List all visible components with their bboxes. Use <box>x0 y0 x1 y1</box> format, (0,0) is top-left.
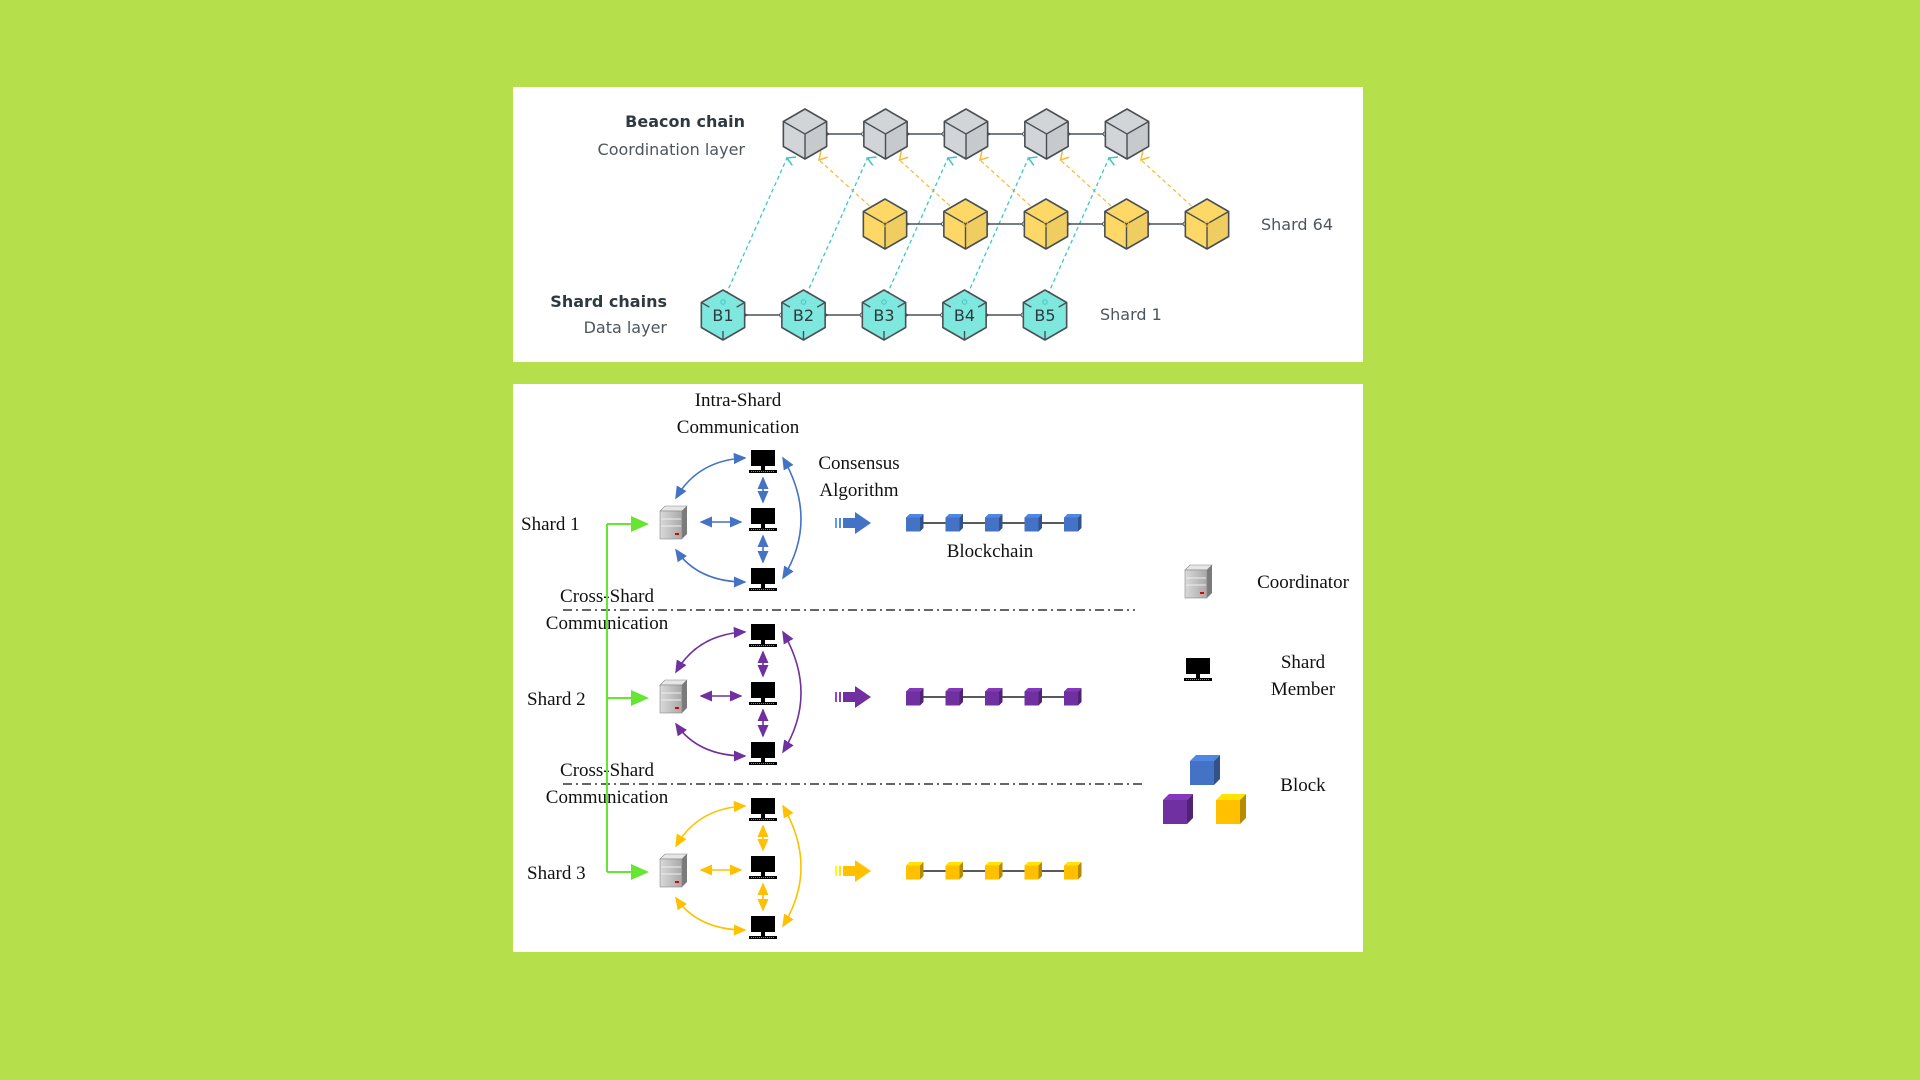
shard-group-2 <box>607 624 1082 765</box>
legend-shard-member-line1: Shard <box>1281 652 1326 673</box>
block-label: B5 <box>1034 306 1055 325</box>
shard-2-label: Shard 2 <box>527 689 586 710</box>
shard-group-3 <box>607 798 1082 939</box>
block-icon <box>945 514 963 532</box>
block-icon <box>906 514 924 532</box>
shard-chains-subtitle: Data layer <box>584 318 668 337</box>
block-icon <box>985 862 1003 880</box>
sharding-architecture-diagram: Intra-Shard Communication Consensus Algo… <box>521 390 1350 939</box>
shard-1-label: Shard 1 <box>1100 305 1162 324</box>
beacon-shard-diagram-panel: B1 B2 B3 B4 B5 Beacon chain Coordination lay… <box>513 87 1363 362</box>
shard1-to-beacon-link <box>963 158 1029 302</box>
shard-member-icon <box>749 742 777 765</box>
beacon-block <box>863 108 908 160</box>
shard-groups <box>607 450 1082 939</box>
shard1-to-beacon-link <box>883 158 948 302</box>
sharding-architecture-panel: Intra-Shard Communication Consensus Algo… <box>513 384 1363 952</box>
block-icon <box>1163 755 1246 824</box>
legend-coordinator-label: Coordinator <box>1257 572 1349 593</box>
shard-64-label: Shard 64 <box>1261 215 1333 234</box>
shard1-block: B5 <box>1022 289 1068 341</box>
shard64-block <box>1104 198 1149 250</box>
shard-chains-title: Shard chains <box>550 292 667 311</box>
shard-member-icon <box>1184 658 1212 681</box>
coordinator-icon <box>659 853 688 888</box>
intra-shard-arrows <box>675 626 802 762</box>
intra-shard-arrows <box>675 800 802 936</box>
legend: Coordinator Shard Member Block <box>1163 564 1350 824</box>
legend-block-label: Block <box>1280 775 1326 796</box>
shard1-to-beacon-link <box>1044 158 1109 302</box>
shard-group-1 <box>607 450 1082 591</box>
shard1-to-beacon-link <box>722 158 787 302</box>
shard-member-icon <box>749 624 777 647</box>
beacon-block <box>782 108 828 160</box>
shard1-to-beacon-link <box>802 158 868 302</box>
beacon-block <box>1024 108 1069 160</box>
shard-1-label: Shard 1 <box>521 514 580 535</box>
shard1-block: B1 <box>700 289 746 341</box>
block-icon <box>1064 862 1082 880</box>
consensus-label-line2: Algorithm <box>819 480 898 501</box>
shard64-block <box>862 198 908 250</box>
shard-member-icon <box>749 916 777 939</box>
consensus-arrow-icon <box>835 512 871 534</box>
shard1-block: B2 <box>781 289 826 341</box>
shard-member-icon <box>749 568 777 591</box>
blockchain-2 <box>906 688 1082 706</box>
block-icon <box>945 688 963 706</box>
beacon-shard-diagram: B1 B2 B3 B4 B5 Beacon chain Coordination lay… <box>550 108 1333 341</box>
consensus-arrow-icon <box>835 686 871 708</box>
beacon-chain-title: Beacon chain <box>625 112 745 131</box>
block-icon <box>1064 514 1082 532</box>
shard-member-icon <box>749 682 777 705</box>
coordinator-icon <box>659 505 688 540</box>
block-label: B3 <box>873 306 894 325</box>
intra-shard-label-line2: Communication <box>677 417 800 438</box>
coordinator-icon <box>1184 564 1213 599</box>
beacon-block <box>943 108 989 160</box>
blockchain-1 <box>906 514 1082 532</box>
consensus-label-line1: Consensus <box>818 453 899 474</box>
blockchain-label: Blockchain <box>947 541 1034 562</box>
intra-shard-arrows <box>675 452 802 588</box>
shard-member-icon <box>749 798 777 821</box>
shard64-block <box>1184 198 1230 250</box>
shard1-block: B4 <box>942 289 987 341</box>
blockchain-3 <box>906 862 1082 880</box>
block-icon <box>985 688 1003 706</box>
block-icon <box>1064 688 1082 706</box>
block-icon <box>945 862 963 880</box>
blocks: B1 B2 B3 B4 B5 <box>700 108 1230 341</box>
shard64-block <box>1023 198 1069 250</box>
shard-3-label: Shard 3 <box>527 863 586 884</box>
beacon-chain-subtitle: Coordination layer <box>598 140 746 159</box>
block-label: B1 <box>712 306 733 325</box>
shard-member-icon <box>749 450 777 473</box>
beacon-block <box>1104 108 1150 160</box>
shard1-block: B3 <box>861 289 907 341</box>
block-icon <box>985 514 1003 532</box>
shard-member-icon <box>749 508 777 531</box>
block-label: B4 <box>954 306 975 325</box>
shard-member-icon <box>749 856 777 879</box>
consensus-arrow-icon <box>835 860 871 882</box>
block-label: B2 <box>793 306 814 325</box>
coordinator-icon <box>659 679 688 714</box>
intra-shard-label-line1: Intra-Shard <box>695 390 782 411</box>
block-icon <box>1024 862 1042 880</box>
block-icon <box>1024 514 1042 532</box>
block-icon <box>906 862 924 880</box>
legend-shard-member-line2: Member <box>1271 679 1336 700</box>
block-icon <box>1024 688 1042 706</box>
block-icon <box>906 688 924 706</box>
shard64-block <box>943 198 988 250</box>
